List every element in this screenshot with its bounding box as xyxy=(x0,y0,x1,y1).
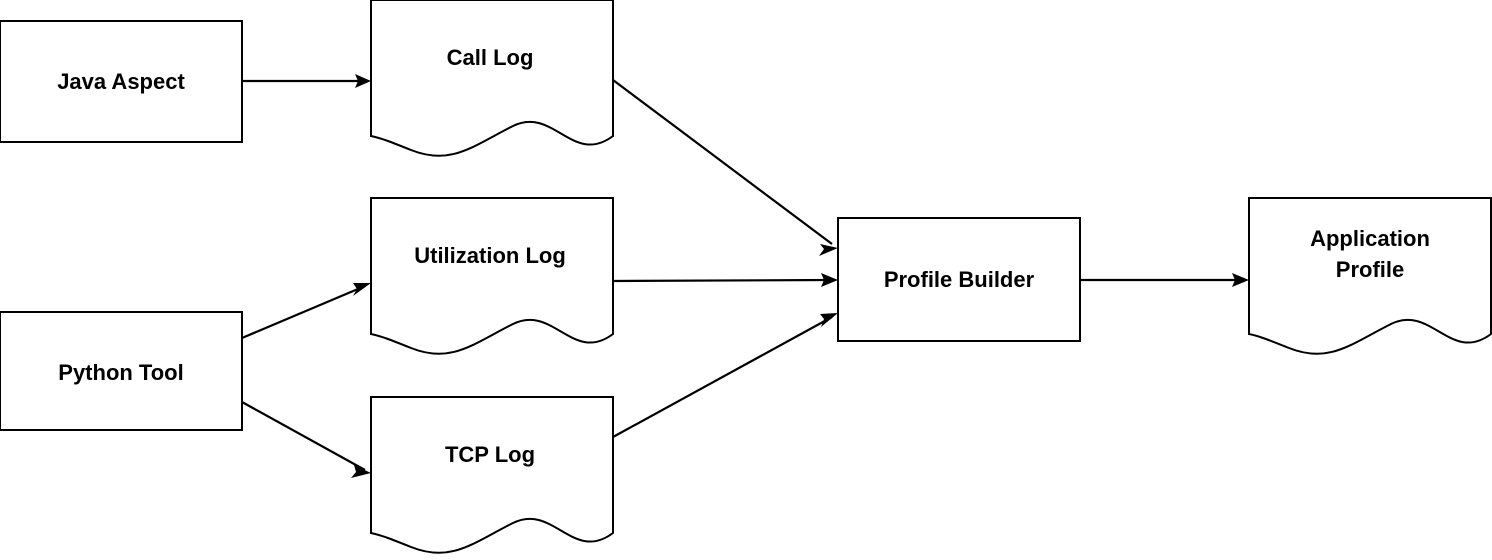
node-tcp-log[interactable]: TCP Log xyxy=(370,396,614,554)
edge-python-tool-to-utilization-log xyxy=(241,283,371,340)
node-label-application-profile-line2: Profile xyxy=(1336,257,1404,282)
node-label-call-log: Call Log xyxy=(447,45,534,70)
node-label-tcp-log: TCP Log xyxy=(445,442,535,467)
node-call-log[interactable]: Call Log xyxy=(370,0,614,157)
node-profile-builder[interactable]: Profile Builder xyxy=(837,217,1081,342)
node-label-java-aspect: Java Aspect xyxy=(57,69,185,94)
node-label-utilization-log: Utilization Log xyxy=(414,243,566,268)
node-java-aspect[interactable]: Java Aspect xyxy=(0,20,243,143)
node-application-profile[interactable]: Application Profile xyxy=(1248,197,1492,355)
edge-utilization-log-to-profile-builder xyxy=(612,273,838,287)
edge-call-log-to-profile-builder xyxy=(612,79,838,256)
edge-tcp-log-to-profile-builder xyxy=(612,313,838,438)
edge-python-tool-to-tcp-log xyxy=(241,401,371,478)
node-utilization-log[interactable]: Utilization Log xyxy=(370,197,614,355)
node-label-profile-builder: Profile Builder xyxy=(884,267,1035,292)
node-label-application-profile-line1: Application xyxy=(1310,226,1430,251)
edge-java-aspect-to-call-log xyxy=(242,74,371,88)
node-python-tool[interactable]: Python Tool xyxy=(0,311,243,431)
node-label-python-tool: Python Tool xyxy=(58,360,183,385)
edge-profile-builder-to-application-profile xyxy=(1080,273,1249,287)
